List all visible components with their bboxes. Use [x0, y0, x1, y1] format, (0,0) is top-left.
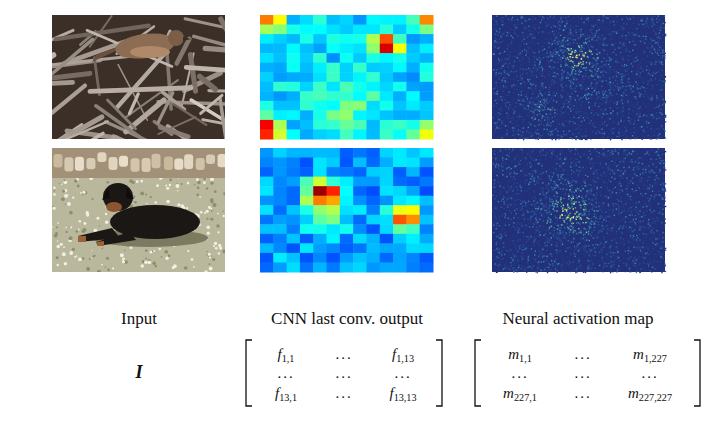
- figure-stage: InputCNN last conv. outputNeural activat…: [0, 0, 720, 430]
